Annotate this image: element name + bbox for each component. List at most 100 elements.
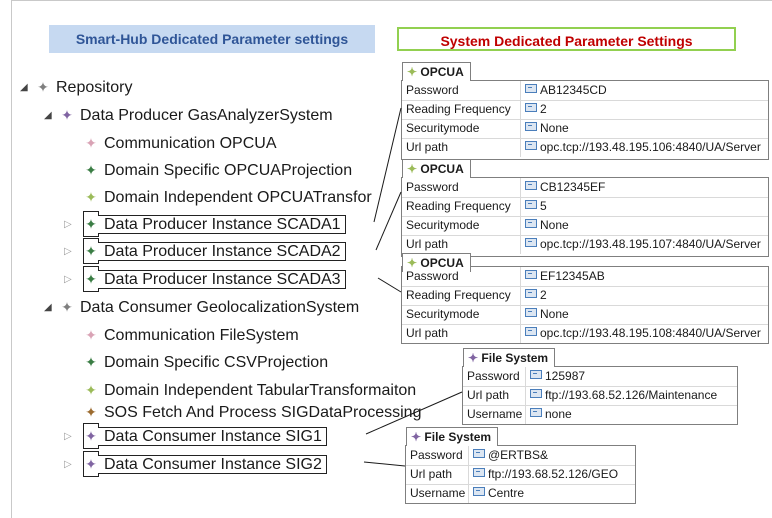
property-value[interactable]: Centre: [468, 484, 524, 503]
producer-icon: ✦: [61, 107, 73, 123]
value-icon: [530, 389, 542, 398]
tree-item-sos-fetch[interactable]: ✦SOS Fetch And Process SIGDataProcessing: [84, 400, 421, 424]
filesystem-icon: ✦: [468, 351, 479, 365]
domain-specific-icon: ✦: [85, 354, 97, 370]
value-icon: [525, 122, 537, 131]
tree-item-scada2[interactable]: ✦Data Producer Instance SCADA2: [83, 239, 346, 263]
expand-sig1-icon[interactable]: ▷: [64, 431, 72, 442]
instance-icon: ✦: [85, 456, 97, 472]
tree-item-domain-specific-csv[interactable]: ✦ Domain Specific CSVProjection: [84, 350, 328, 374]
scada1-box: ✦Data Producer Instance SCADA1: [83, 215, 346, 234]
property-value[interactable]: none: [525, 405, 572, 424]
value-text: None: [540, 307, 569, 321]
expand-producer-icon[interactable]: ◢: [44, 110, 52, 121]
property-key: Url path: [467, 388, 510, 402]
property-value[interactable]: ftp://193.68.52.126/Maintenance: [525, 386, 717, 405]
property-value[interactable]: EF12345AB: [520, 267, 605, 286]
tree-item-scada3[interactable]: ✦Data Producer Instance SCADA3: [83, 267, 346, 291]
tree-item-sig1[interactable]: ✦Data Consumer Instance SIG1: [83, 424, 327, 448]
property-value[interactable]: None: [520, 305, 569, 324]
property-value[interactable]: opc.tcp://193.48.195.107:4840/UA/Server: [520, 235, 761, 254]
tree-label: Data Consumer Instance SIG2: [104, 456, 322, 473]
expand-scada1-icon[interactable]: ▷: [64, 219, 72, 230]
value-icon: [530, 408, 542, 417]
tree-label: Data Producer Instance SCADA3: [104, 271, 341, 288]
property-value[interactable]: opc.tcp://193.48.195.106:4840/UA/Server: [520, 138, 761, 157]
property-value[interactable]: 125987: [525, 367, 585, 386]
tree-label: Domain Independent OPCUATransfor: [104, 189, 372, 206]
expand-scada2-icon[interactable]: ▷: [64, 246, 72, 257]
value-text: 2: [540, 288, 547, 302]
tree-item-scada1[interactable]: ✦Data Producer Instance SCADA1: [83, 212, 346, 236]
connector-scada3: [377, 277, 402, 293]
expand-consumer-icon[interactable]: ◢: [44, 302, 52, 313]
expand-sig2-icon[interactable]: ▷: [64, 459, 72, 470]
value-text: ftp://193.68.52.126/Maintenance: [545, 388, 718, 402]
value-text: None: [540, 218, 569, 232]
scada3-box: ✦Data Producer Instance SCADA3: [83, 270, 346, 289]
panel-title: ✦ OPCUA: [402, 159, 471, 178]
opcua-icon: ✦: [407, 162, 418, 176]
property-row[interactable]: Url path ftp://193.68.52.126/Maintenance: [463, 386, 737, 406]
property-value[interactable]: 2: [520, 100, 547, 119]
value-text: 125987: [545, 369, 586, 383]
property-value[interactable]: @ERTBS&: [468, 446, 548, 465]
tree-label: Domain Specific CSVProjection: [104, 354, 329, 371]
value-text: CB12345EF: [540, 180, 606, 194]
property-row[interactable]: Password@ERTBS&: [406, 446, 635, 466]
tree-item-communication-opcua[interactable]: ✦Communication OPCUA: [84, 131, 276, 155]
expand-root-icon[interactable]: ◢: [20, 82, 28, 93]
tree-item-sig2[interactable]: ✦ Data Consumer Instance SIG2: [83, 452, 327, 476]
tree-item-data-consumer[interactable]: ✦Data Consumer GeolocalizationSystem: [60, 295, 359, 319]
property-value[interactable]: ftp://193.68.52.126/GEO: [468, 465, 618, 484]
property-value[interactable]: None: [520, 119, 569, 138]
smart-hub-header: Smart-Hub Dedicated Parameter settings: [49, 25, 375, 53]
value-icon: [525, 308, 537, 317]
property-value[interactable]: 2: [520, 286, 547, 305]
value-icon: [525, 200, 537, 209]
expand-scada3-icon[interactable]: ▷: [64, 274, 72, 285]
sos-icon: ✦: [85, 404, 97, 420]
value-text: Centre: [488, 486, 525, 500]
property-value[interactable]: None: [520, 216, 569, 235]
connector-sig2: [363, 461, 406, 467]
tree-label: Data Producer Instance SCADA1: [104, 216, 341, 233]
tree-item-domain-specific-opcua[interactable]: ✦Domain Specific OPCUAProjection: [84, 158, 352, 182]
property-value[interactable]: 5: [520, 197, 547, 216]
property-key: Password: [467, 369, 520, 383]
tree-item-domain-independent-opcua[interactable]: ✦Domain Independent OPCUATransfor: [84, 185, 372, 209]
window-border-left: [11, 0, 12, 518]
panel-title: ✦ OPCUA: [402, 62, 471, 81]
property-value[interactable]: CB12345EF: [520, 178, 605, 197]
sig2-box: ✦ Data Consumer Instance SIG2: [83, 455, 327, 474]
property-value[interactable]: opc.tcp://193.48.195.108:4840/UA/Server: [520, 324, 761, 343]
value-icon: [525, 270, 537, 279]
value-text: none: [545, 407, 572, 421]
property-value[interactable]: AB12345CD: [520, 81, 607, 100]
tree-item-repository[interactable]: ✦Repository: [36, 75, 132, 99]
tree-item-data-producer[interactable]: ✦Data Producer GasAnalyzerSystem: [60, 103, 332, 127]
tree-item-domain-independent-tabular[interactable]: ✦ Domain Independent TabularTransformaito…: [84, 378, 416, 402]
domain-independent-icon: ✦: [85, 382, 97, 398]
property-row[interactable]: Password 125987: [463, 367, 737, 387]
tree-label: Domain Independent TabularTransformaiton: [104, 382, 417, 399]
tree-item-communication-filesystem[interactable]: ✦Communication FileSystem: [84, 323, 299, 347]
